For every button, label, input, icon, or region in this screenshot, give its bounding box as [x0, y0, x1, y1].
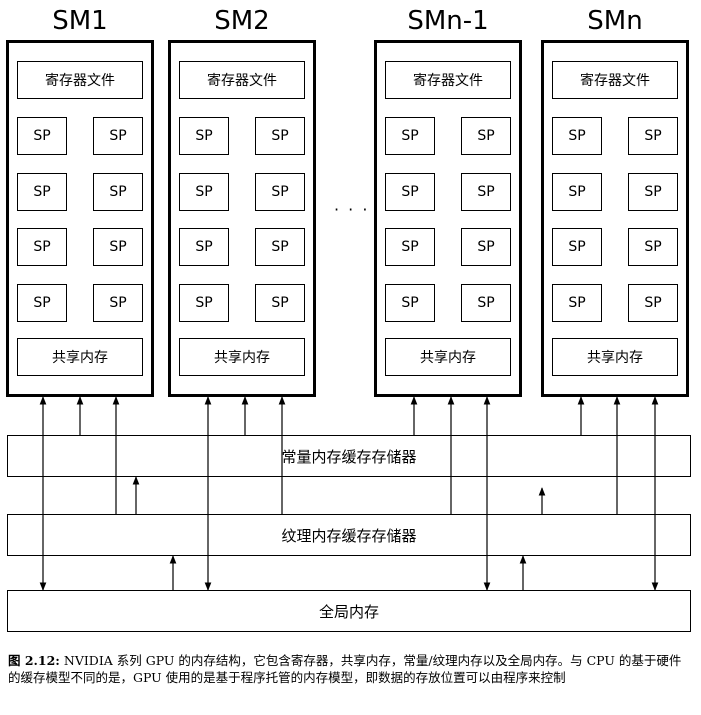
sm-block-1: 寄存器文件 SP SP SP SP SP SP SP SP 共享内存 [6, 40, 154, 397]
sp-core: SP [385, 117, 435, 155]
sp-core: SP [179, 117, 229, 155]
sp-core: SP [93, 173, 143, 211]
sp-core: SP [385, 284, 435, 322]
global-memory-bar: 全局内存 [7, 590, 691, 632]
sp-core: SP [552, 284, 602, 322]
sm-title-2: SM2 [214, 6, 270, 36]
caption-text: NVIDIA 系列 GPU 的内存结构，它包含寄存器，共享内存，常量/纹理内存以… [8, 653, 682, 685]
constant-cache-bar: 常量内存缓存存储器 [7, 435, 691, 477]
sm-block-2: 寄存器文件 SP SP SP SP SP SP SP SP 共享内存 [168, 40, 316, 397]
sp-core: SP [255, 117, 305, 155]
sp-core: SP [93, 117, 143, 155]
sp-core: SP [179, 173, 229, 211]
shared-memory: 共享内存 [385, 338, 511, 376]
shared-memory: 共享内存 [17, 338, 143, 376]
sp-core: SP [93, 228, 143, 266]
sm-block-n: 寄存器文件 SP SP SP SP SP SP SP SP 共享内存 [541, 40, 689, 397]
sp-core: SP [461, 228, 511, 266]
sm-title-n: SMn [587, 6, 643, 36]
sp-core: SP [461, 173, 511, 211]
sp-core: SP [93, 284, 143, 322]
sp-core: SP [628, 173, 678, 211]
sp-core: SP [17, 284, 67, 322]
sp-core: SP [255, 173, 305, 211]
register-file: 寄存器文件 [17, 61, 143, 99]
sp-core: SP [628, 284, 678, 322]
sp-core: SP [552, 117, 602, 155]
sm-title-n-1: SMn-1 [407, 6, 489, 36]
sp-core: SP [552, 173, 602, 211]
sp-core: SP [255, 284, 305, 322]
sp-core: SP [179, 284, 229, 322]
sp-core: SP [17, 228, 67, 266]
shared-memory: 共享内存 [552, 338, 678, 376]
sp-core: SP [385, 228, 435, 266]
sp-core: SP [179, 228, 229, 266]
sp-core: SP [461, 117, 511, 155]
figure-caption: 图 2.12: NVIDIA 系列 GPU 的内存结构，它包含寄存器，共享内存，… [8, 652, 693, 686]
sp-core: SP [17, 117, 67, 155]
sp-core: SP [17, 173, 67, 211]
register-file: 寄存器文件 [552, 61, 678, 99]
sm-block-n-1: 寄存器文件 SP SP SP SP SP SP SP SP 共享内存 [374, 40, 522, 397]
sp-core: SP [385, 173, 435, 211]
sp-core: SP [461, 284, 511, 322]
shared-memory: 共享内存 [179, 338, 305, 376]
register-file: 寄存器文件 [385, 61, 511, 99]
ellipsis: · · · [334, 200, 370, 219]
register-file: 寄存器文件 [179, 61, 305, 99]
sp-core: SP [628, 228, 678, 266]
sm-title-1: SM1 [52, 6, 108, 36]
sp-core: SP [552, 228, 602, 266]
sp-core: SP [255, 228, 305, 266]
caption-label: 图 2.12: [8, 653, 60, 668]
texture-cache-bar: 纹理内存缓存存储器 [7, 514, 691, 556]
sp-core: SP [628, 117, 678, 155]
